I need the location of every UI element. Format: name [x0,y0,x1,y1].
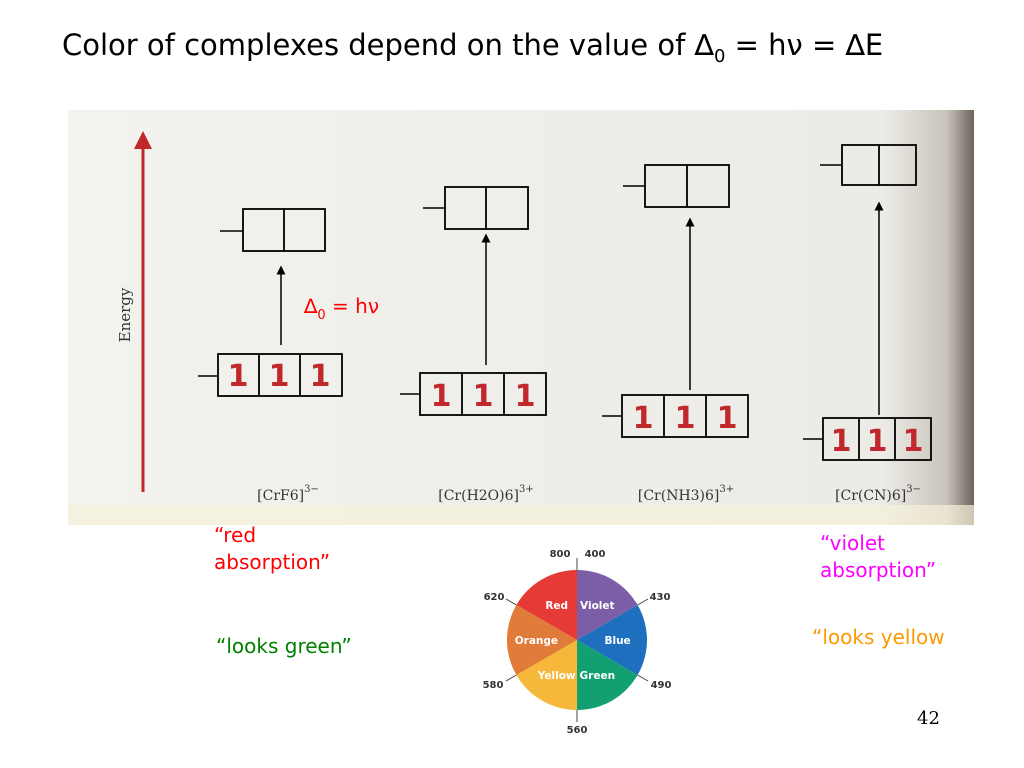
figure-bottom-tint [68,505,974,525]
energy-axis-label: Energy [116,287,134,342]
wheel-segment-yellow [516,640,577,710]
wheel-segment-violet [577,570,638,640]
wheel-label-green: Green [580,670,616,682]
wheel-label-yellow: Yellow [537,670,576,682]
violet-absorption-line1: “violet [820,531,885,555]
red-absorption-line1: “red [214,523,257,547]
wavelength-label-620: 620 [484,592,505,603]
complex-label: [Cr(NH3)6]3+ [638,484,734,504]
t2g-orbital-box [621,394,749,438]
complex-label: [Cr(CN)6]3− [835,484,921,504]
complex-charge: 3+ [519,484,534,495]
violet-absorption-note: “violet absorption” [820,530,936,584]
wheel-label-violet: Violet [580,600,615,612]
red-absorption-note: “red absorption” [214,522,330,576]
complex-charge: 3+ [719,484,734,495]
complex-formula: [Cr(H2O)6] [438,488,519,504]
wavelength-label-580: 580 [483,680,504,691]
delta-symbol: ∆ [694,28,714,62]
looks-green-note: “looks green” [216,634,352,658]
electron: 1 [717,401,738,436]
complex-formula: [Cr(NH3)6] [638,488,720,504]
electron: 1 [675,401,696,436]
t2g-orbital-box [419,372,547,416]
slide-title: Color of complexes depend on the value o… [62,28,883,67]
wheel-tick [505,598,517,606]
violet-absorption-line2: absorption” [820,558,937,582]
figure-background [68,110,974,525]
wheel-tick [637,674,649,682]
complex-charge: 3− [906,484,921,495]
complex-cr-cn6: 1 1 1 [Cr(CN)6]3− [803,144,932,504]
wavelength-label-800: 800 [550,549,571,560]
page-number: 42 [917,708,940,729]
electron: 1 [228,359,249,394]
wavelength-label-490: 490 [651,680,672,691]
complex-formula: [CrF6] [257,488,304,504]
title-suffix: = hν = ∆E [725,28,884,62]
delta-rest: = hν [326,294,379,318]
delta-label: ∆0 = hν [303,294,379,323]
electron: 1 [831,424,852,459]
wheel-label-orange: Orange [515,635,558,647]
complex-charge: 3− [304,484,319,495]
electron: 1 [269,359,290,394]
t2g-orbital-box [822,417,932,461]
electron: 1 [903,424,924,459]
t2g-orbital-box [217,353,343,397]
wheel-segment-red [516,570,577,640]
wheel-segment-green [577,640,638,710]
wheel-segment-blue [577,605,647,675]
title-prefix: Color of complexes depend on the value o… [62,28,695,62]
electron: 1 [431,379,452,414]
wheel-segment-orange [507,605,577,675]
red-absorption-line2: absorption” [214,550,331,574]
complex-label: [CrF6]3− [257,484,319,504]
wheel-label-red: Red [545,600,568,612]
complex-crf6: 1 1 1 [CrF6]3− [198,208,343,504]
electron: 1 [473,379,494,414]
wheel-label-blue: Blue [604,635,630,647]
wavelength-label-430: 430 [650,592,671,603]
complex-cr-nh3-6: 1 1 1 [Cr(NH3)6]3+ [602,164,749,504]
electron: 1 [633,401,654,436]
crystal-field-figure: Energy 1 1 1 [CrF6]3− ∆0 = hν 1 1 1 [Cr(… [68,110,974,525]
delta-subscript: 0 [713,45,726,67]
wheel-ticks [505,558,649,722]
electron: 1 [867,424,888,459]
complex-cr-h2o6: 1 1 1 [Cr(H2O)6]3+ [400,186,547,504]
electron: 1 [515,379,536,414]
wavelength-label-400: 400 [585,549,606,560]
wheel-tick [505,674,517,682]
wheel-tick [637,598,649,606]
electron: 1 [310,359,331,394]
complex-formula: [Cr(CN)6] [835,488,906,504]
wavelength-label-560: 560 [567,725,588,736]
delta-symbol: ∆ [303,294,318,318]
delta-subscript: 0 [317,308,325,323]
complex-label: [Cr(H2O)6]3+ [438,484,534,504]
looks-yellow-note: “looks yellow [812,625,945,649]
